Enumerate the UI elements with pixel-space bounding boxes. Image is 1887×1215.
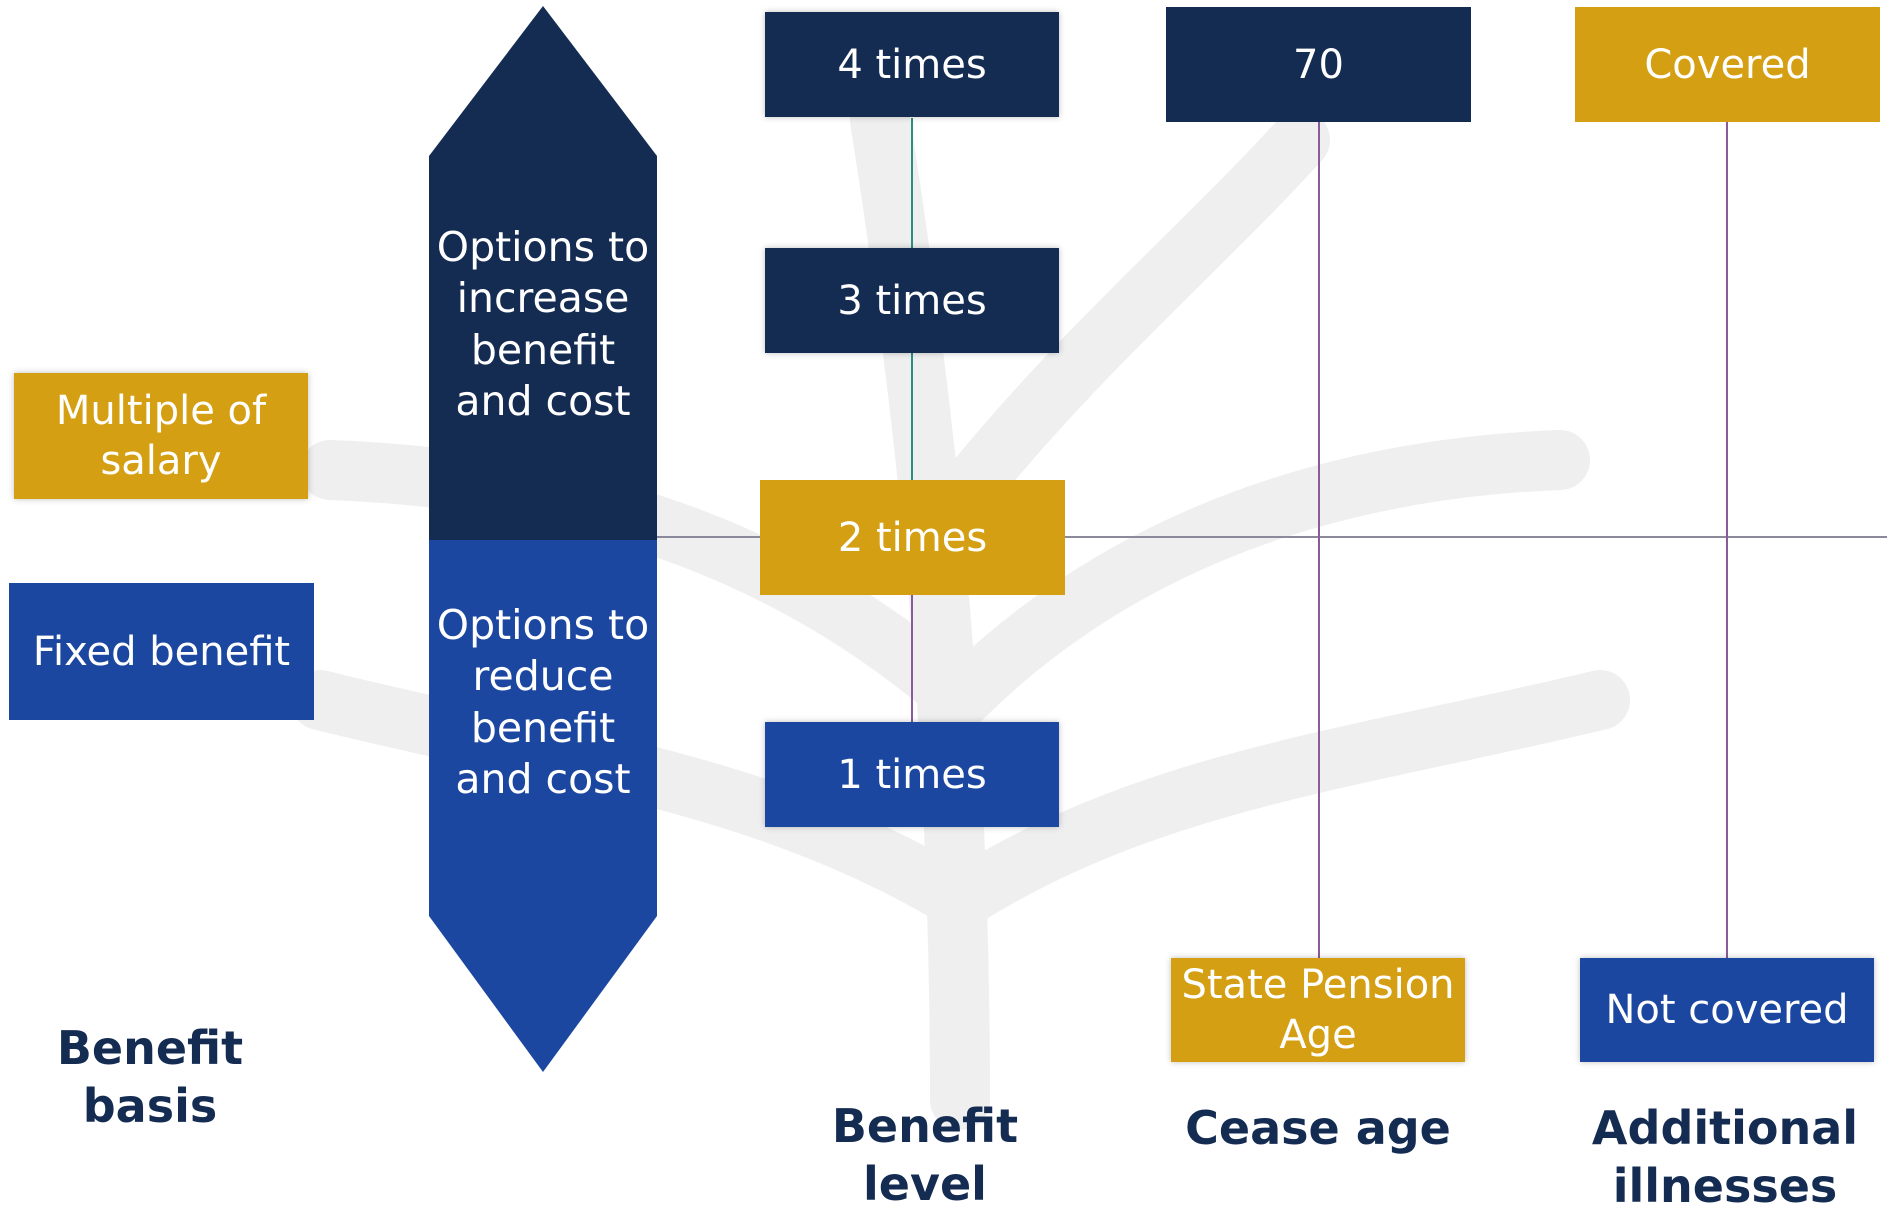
arrow-reduce-text: Options to reduce benefit and cost xyxy=(436,601,650,803)
cease-age-label: Cease age xyxy=(1185,1101,1451,1155)
option-multiple-of-salary[interactable]: Multiple of salary xyxy=(14,373,308,499)
arrow-increase-text: Options to increase benefit and cost xyxy=(436,223,650,425)
cease-age-connector xyxy=(1318,118,1320,958)
option-not-covered[interactable]: Not covered xyxy=(1580,958,1874,1062)
illnesses-connector xyxy=(1726,118,1728,958)
baseline-divider xyxy=(655,536,1887,538)
option-4-times[interactable]: 4 times xyxy=(765,12,1059,117)
option-3-times[interactable]: 3 times xyxy=(765,248,1059,353)
benefit-basis-label: Benefit basis xyxy=(56,1021,244,1133)
benefit-level-label: Benefit level xyxy=(831,1099,1019,1211)
arrow-up-half xyxy=(429,6,657,540)
option-fixed-benefit[interactable]: Fixed benefit xyxy=(9,583,314,720)
level-connector-lower xyxy=(911,590,913,725)
additional-illnesses-label: Additional illnesses xyxy=(1591,1101,1859,1213)
option-1-times[interactable]: 1 times xyxy=(765,722,1059,827)
options-arrow xyxy=(429,6,657,1072)
option-2-times[interactable]: 2 times xyxy=(760,480,1065,595)
arrow-down-half xyxy=(429,540,657,1072)
option-age-70[interactable]: 70 xyxy=(1166,7,1471,122)
option-covered[interactable]: Covered xyxy=(1575,7,1880,122)
option-state-pension-age[interactable]: State Pension Age xyxy=(1171,958,1465,1062)
